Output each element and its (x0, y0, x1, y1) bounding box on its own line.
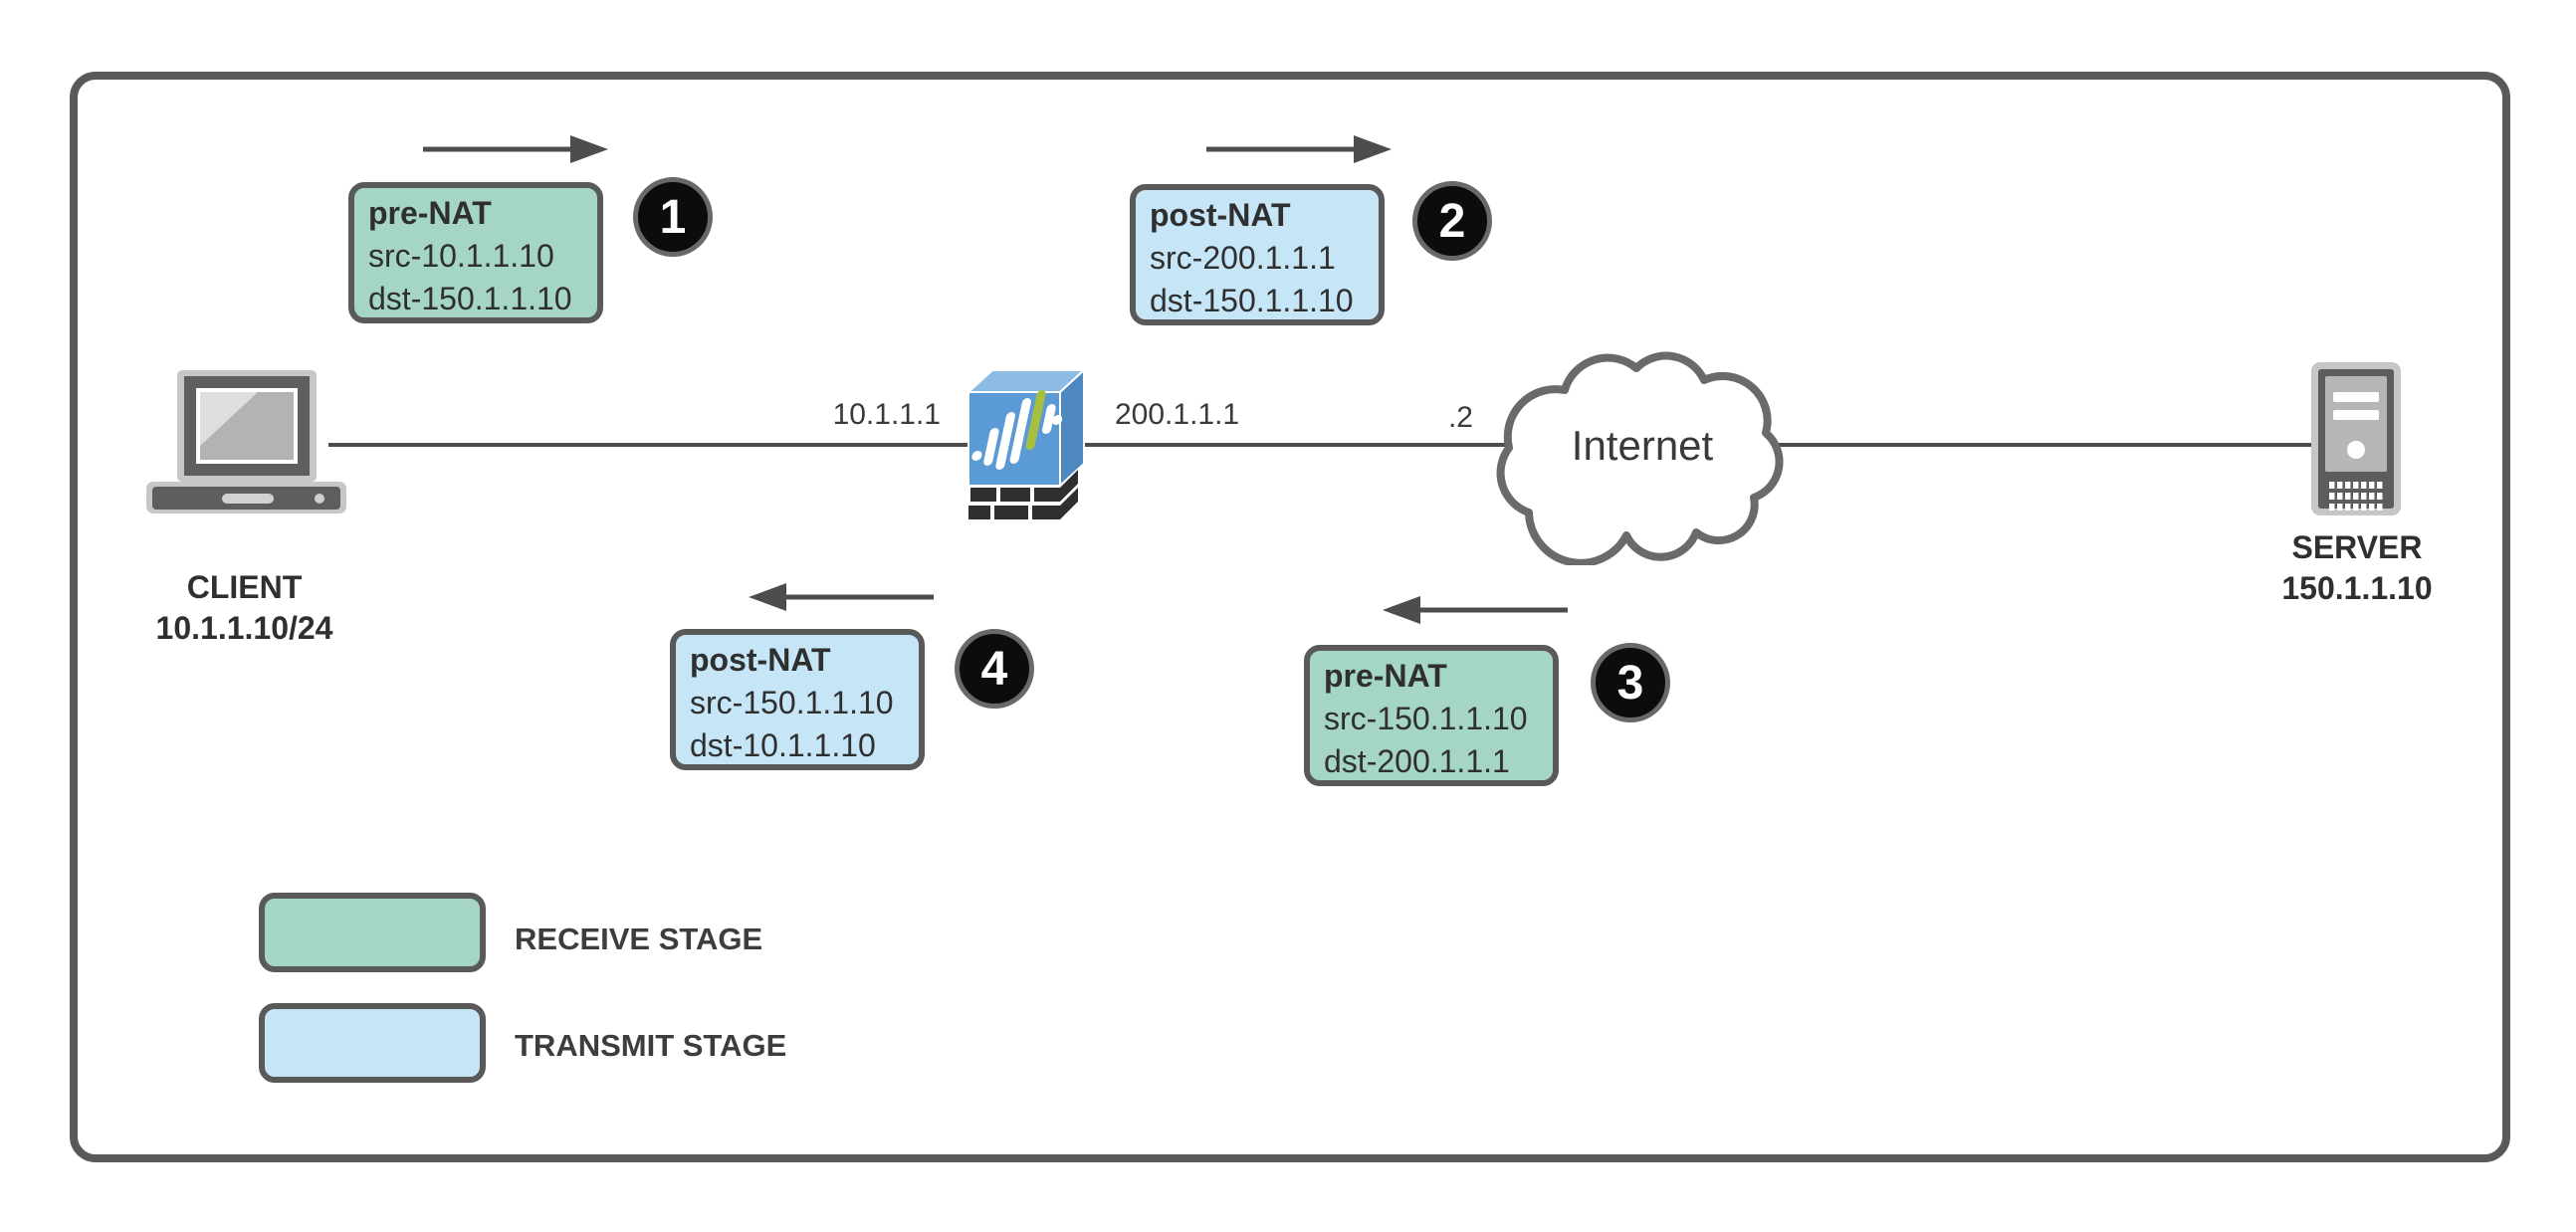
packet-dst: dst-10.1.1.10 (690, 727, 876, 763)
legend-receive-swatch (259, 893, 486, 972)
packet-src: src-10.1.1.10 (368, 238, 554, 274)
packet-src: src-200.1.1.1 (1150, 240, 1336, 276)
step-badge-3: 3 (1591, 643, 1670, 722)
client-laptop-icon (146, 370, 346, 513)
server-vents-glyph (2329, 482, 2383, 511)
firewall-inside-ip-label: 10.1.1.1 (832, 398, 941, 431)
legend-transmit-label: TRANSMIT STAGE (515, 1028, 787, 1063)
internet-interface-label: .2 (1447, 401, 1473, 434)
arrow-right-icon (423, 135, 608, 163)
client-address: 10.1.1.10/24 (155, 610, 333, 646)
packet-title: post-NAT (1150, 197, 1291, 233)
packet-dst: dst-150.1.1.10 (368, 281, 572, 316)
step-badge-2: 2 (1412, 181, 1492, 261)
packet-box-post-nat-2: post-NAT src-200.1.1.1 dst-150.1.1.10 (1130, 184, 1385, 325)
server-address: 150.1.1.10 (2281, 570, 2433, 606)
firewall-soundwave-glyph (971, 390, 1063, 470)
server-icon (2311, 362, 2401, 515)
server-label: SERVER 150.1.1.10 (2233, 527, 2481, 609)
client-label: CLIENT 10.1.1.10/24 (117, 567, 371, 649)
server-name: SERVER (2291, 529, 2423, 565)
packet-src: src-150.1.1.10 (690, 685, 894, 720)
network-link-line (328, 443, 2311, 447)
firewall-icon (966, 367, 1087, 519)
internet-label: Internet (1571, 422, 1714, 469)
packet-box-pre-nat-1: pre-NAT src-10.1.1.10 dst-150.1.1.10 (348, 182, 603, 323)
firewall-outside-ip-label: 200.1.1.1 (1115, 398, 1240, 431)
step-badge-1: 1 (633, 177, 713, 257)
packet-box-pre-nat-3: pre-NAT src-150.1.1.10 dst-200.1.1.1 (1304, 645, 1559, 786)
packet-dst: dst-150.1.1.10 (1150, 283, 1354, 318)
internet-cloud-icon (1496, 351, 1784, 565)
arrow-left-icon (1383, 596, 1568, 624)
packet-box-post-nat-4: post-NAT src-150.1.1.10 dst-10.1.1.10 (670, 629, 925, 770)
packet-dst: dst-200.1.1.1 (1324, 743, 1510, 779)
packet-title: post-NAT (690, 642, 831, 678)
client-name: CLIENT (186, 569, 303, 605)
packet-src: src-150.1.1.10 (1324, 701, 1528, 736)
arrow-right-icon (1206, 135, 1392, 163)
packet-title: pre-NAT (368, 195, 492, 231)
legend-receive-label: RECEIVE STAGE (515, 922, 763, 956)
step-badge-4: 4 (955, 629, 1034, 709)
legend-transmit-swatch (259, 1003, 486, 1083)
packet-title: pre-NAT (1324, 658, 1447, 694)
arrow-left-icon (749, 583, 934, 611)
